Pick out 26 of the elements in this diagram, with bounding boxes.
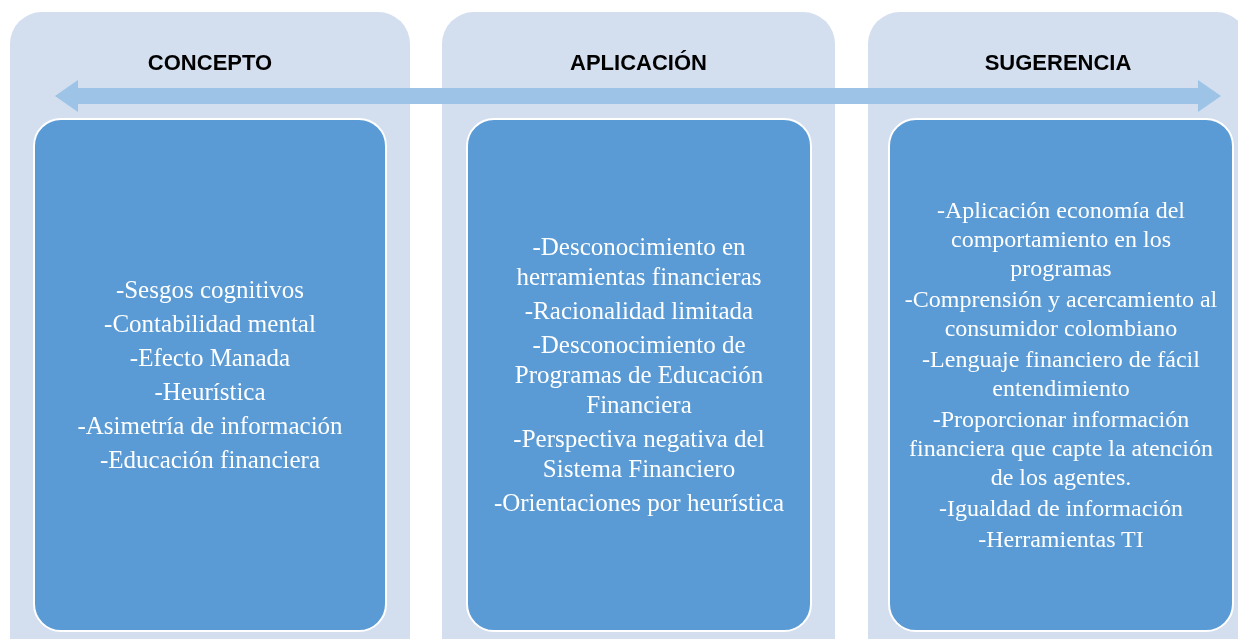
column-panel: [868, 12, 1238, 639]
column-panel: [442, 12, 835, 639]
content-box: [33, 118, 387, 632]
content-box: [888, 118, 1234, 632]
list-item: -Perspectiva negativa del Sistema Financiero: [512, 424, 766, 484]
list-item: -Herramientas TI: [978, 525, 1144, 554]
list-item: -Contabilidad mental: [104, 309, 316, 339]
column-panel: [10, 12, 410, 639]
list-item: -Comprensión y acercamiento al consumidor colombiano: [903, 285, 1219, 343]
list-item: -Proporcionar información financiera que capte la atención de los agentes.: [908, 405, 1214, 492]
list-item: -Heurística: [154, 377, 266, 407]
column-heading: SUGERENCIA: [983, 49, 1133, 77]
list-item: -Desconocimiento en herramientas financieras: [515, 232, 763, 292]
content-box: [466, 118, 812, 632]
list-item: -Aplicación economía del comportamiento en los programas: [936, 196, 1186, 283]
list-item: -Educación financiera: [100, 445, 320, 475]
list-item: -Orientaciones por heurística: [493, 488, 785, 518]
column-heading: APLICACIÓN: [569, 49, 708, 77]
list-item: -Desconocimiento de Programas de Educación Financiera: [513, 330, 765, 420]
list-item: -Igualdad de información: [939, 494, 1183, 523]
column-heading: CONCEPTO: [146, 49, 274, 77]
list-item: -Racionalidad limitada: [524, 296, 754, 326]
list-item: -Sesgos cognitivos: [115, 275, 305, 305]
list-item: -Efecto Manada: [129, 343, 291, 373]
list-item: -Asimetría de información: [77, 411, 343, 441]
list-item: -Lenguaje financiero de fácil entendimiento: [921, 345, 1201, 403]
